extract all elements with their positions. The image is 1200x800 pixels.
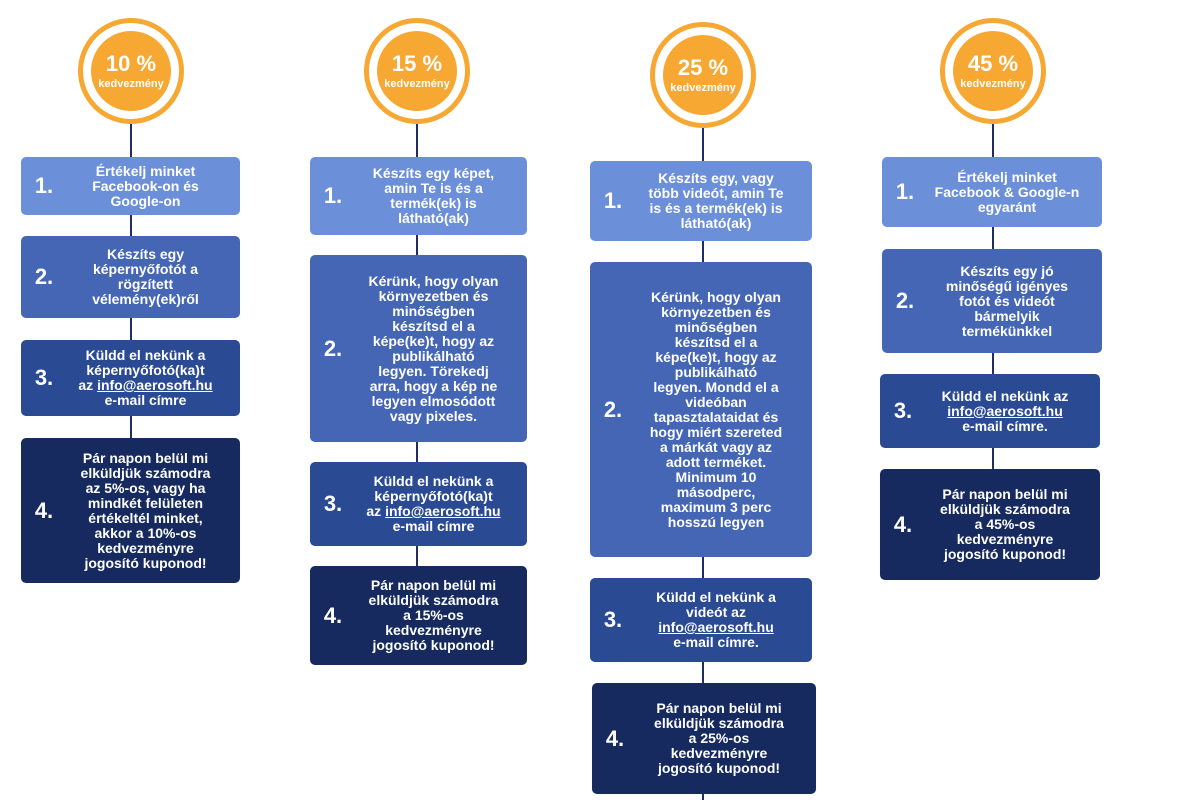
step-text: Kérünk, hogy olyan környezetben és minős… <box>649 288 783 530</box>
step-number: 1. <box>895 179 915 204</box>
step-3-box: 3. Küldd el nekünk a képernyőfotó(ka)t a… <box>21 340 240 416</box>
step-text: Pár napon belül mi elküldjük számodra a … <box>654 700 784 776</box>
step-number: 4. <box>323 602 343 628</box>
step-3-box: 3. Küldd el nekünk a videót az info@aero… <box>590 578 812 662</box>
email-link[interactable]: info@aerosoft.hu <box>97 377 213 393</box>
step-number: 4. <box>893 511 913 537</box>
discount-percent: 45 % <box>967 51 1019 76</box>
step-text: Pár napon belül mi elküldjük számodra a … <box>368 577 499 653</box>
step-number: 1. <box>34 173 54 198</box>
discount-badge-45: 45 % kedvezmény <box>940 18 1046 124</box>
step-number: 2. <box>34 264 54 289</box>
step-text: Készíts egy képernyőfotót a rögzített vé… <box>92 246 199 307</box>
step-number: 3. <box>893 398 913 423</box>
discount-badge-25: 25 % kedvezmény <box>650 22 756 128</box>
step-number: 2. <box>603 396 623 422</box>
step-text: Küldd el nekünk az info@aerosoft.hu e-ma… <box>941 387 1069 434</box>
discount-percent: 15 % <box>391 51 443 76</box>
step-text: Pár napon belül mi elküldjük számodra az… <box>80 449 211 571</box>
step-3-box: 3. Küldd el nekünk az info@aerosoft.hu e… <box>880 374 1100 448</box>
email-link[interactable]: info@aerosoft.hu <box>658 619 774 635</box>
step-2-box: 2. Készíts egy képernyőfotót a rögzített… <box>21 236 240 318</box>
step-3-box: 3. Küldd el nekünk a képernyőfotó(ka)t a… <box>310 462 527 546</box>
discount-badge-15: 15 % kedvezmény <box>364 18 470 124</box>
step-text: Küldd el nekünk a képernyőfotó(ka)t az i… <box>366 473 501 535</box>
step-number: 2. <box>323 335 343 361</box>
step-number: 1. <box>603 188 623 213</box>
step-number: 1. <box>323 183 343 208</box>
step-4-box: 4. Pár napon belül mi elküldjük számodra… <box>21 438 240 583</box>
step-4-box: 4. Pár napon belül mi elküldjük számodra… <box>592 683 816 794</box>
discount-label: kedvezmény <box>670 82 736 94</box>
discount-percent: 25 % <box>677 55 729 80</box>
step-text: Értékelj minket Facebook-on és Google-on <box>92 162 199 209</box>
discount-label: kedvezmény <box>960 78 1026 90</box>
step-text: Pár napon belül mi elküldjük számodra a … <box>940 486 1070 562</box>
discount-badge-10: 10 % kedvezmény <box>78 18 184 124</box>
step-text: Kérünk, hogy olyan környezetben és minős… <box>368 272 499 424</box>
discount-label: kedvezmény <box>384 78 450 90</box>
step-text: Értékelj minket Facebook & Google-n egya… <box>934 168 1080 215</box>
step-number: 3. <box>34 365 54 390</box>
step-text: Küldd el nekünk a képernyőfotó(ka)t az i… <box>78 347 213 409</box>
step-1-box: 1. Értékelj minket Facebook-on és Google… <box>21 157 240 215</box>
step-2-box: 2. Készíts egy jó minőségű igényes fotót… <box>882 249 1102 353</box>
step-number: 2. <box>895 288 915 313</box>
email-link[interactable]: info@aerosoft.hu <box>947 402 1063 419</box>
step-1-box: 1. Készíts egy, vagy több videót, amin T… <box>590 161 812 241</box>
discount-percent: 10 % <box>105 51 157 76</box>
email-link[interactable]: info@aerosoft.hu <box>385 503 501 519</box>
step-text: Készíts egy képet, amin Te is és a termé… <box>372 165 495 226</box>
step-number: 4. <box>605 725 625 751</box>
discount-label: kedvezmény <box>98 78 164 90</box>
step-1-box: 1. Értékelj minket Facebook & Google-n e… <box>882 157 1102 227</box>
step-text: Készíts egy, vagy több videót, amin Te i… <box>648 170 784 231</box>
step-text: Készíts egy jó minőségű igényes fotót és… <box>945 262 1069 339</box>
step-4-box: 4. Pár napon belül mi elküldjük számodra… <box>880 469 1100 580</box>
step-text: Küldd el nekünk a videót az info@aerosof… <box>656 589 776 651</box>
step-2-box: 2. Kérünk, hogy olyan környezetben és mi… <box>590 262 812 557</box>
step-2-box: 2. Kérünk, hogy olyan környezetben és mi… <box>310 255 527 442</box>
step-number: 4. <box>34 497 54 523</box>
step-4-box: 4. Pár napon belül mi elküldjük számodra… <box>310 566 527 665</box>
step-1-box: 1. Készíts egy képet, amin Te is és a te… <box>310 157 527 235</box>
step-number: 3. <box>323 491 343 516</box>
step-number: 3. <box>603 607 623 632</box>
